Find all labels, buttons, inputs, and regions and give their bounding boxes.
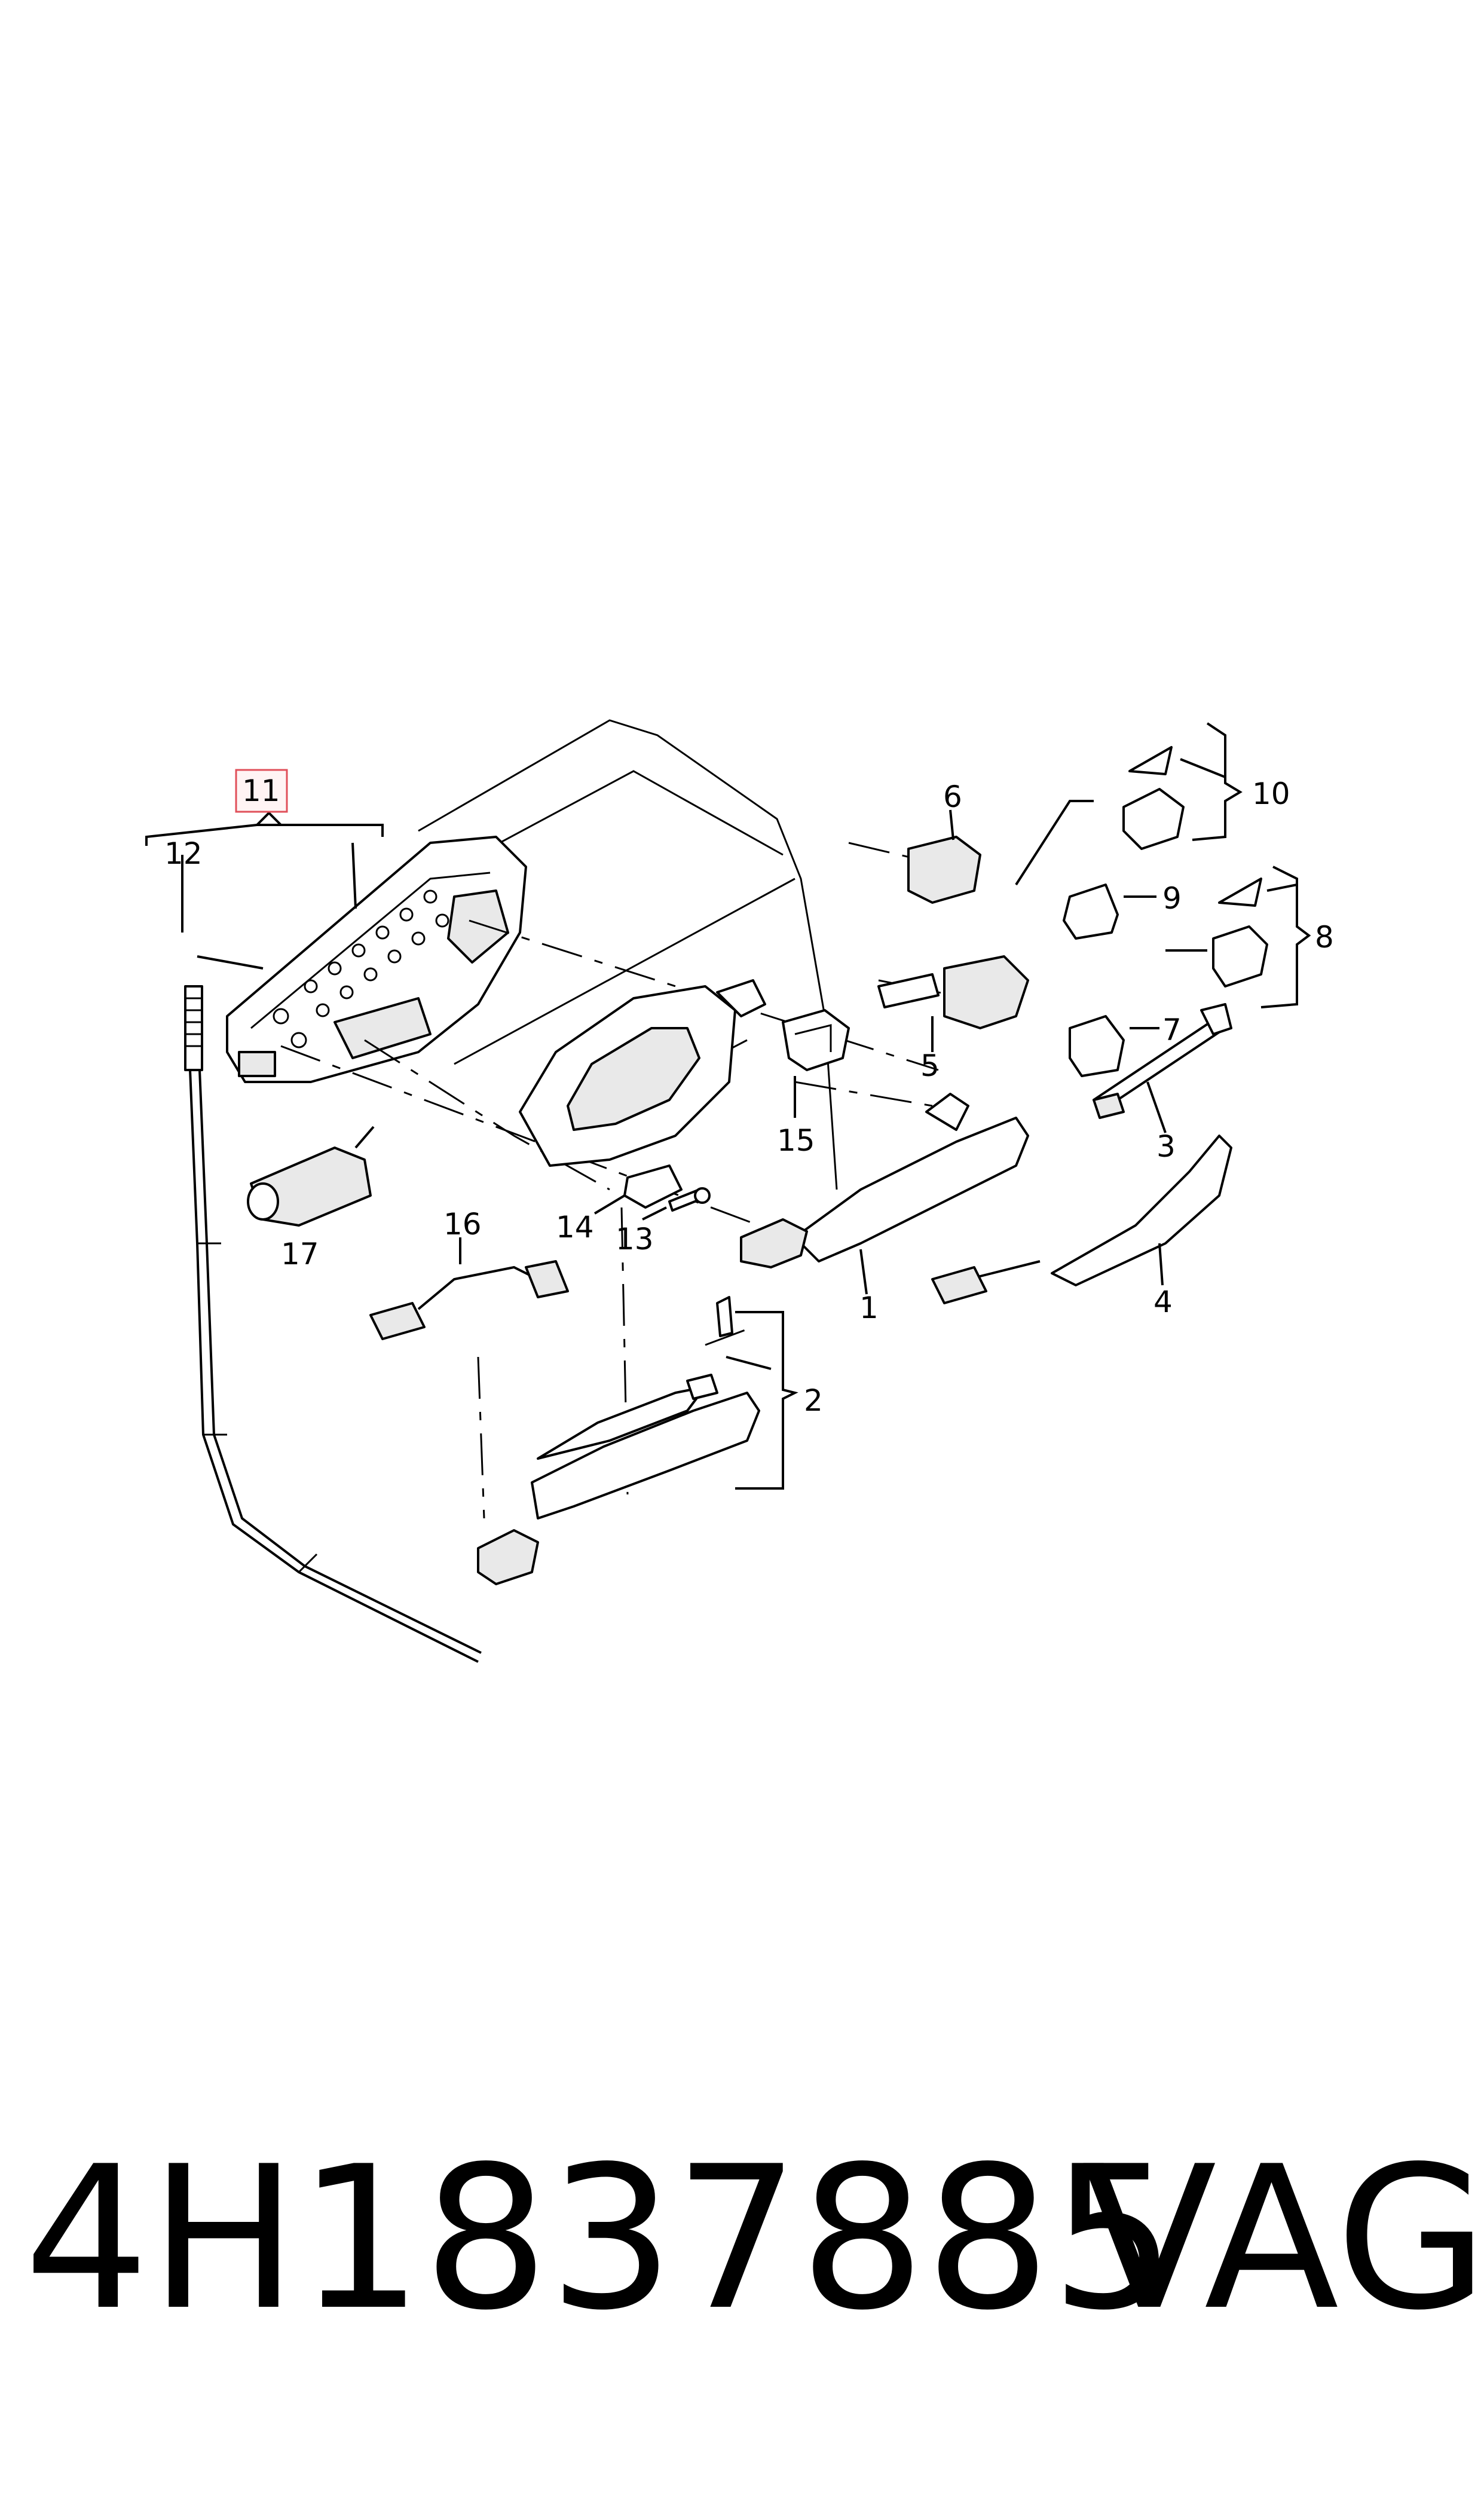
callout-11: 11 <box>242 774 280 808</box>
callout-15: 15 <box>777 1123 815 1158</box>
callout-12: 12 <box>164 836 203 871</box>
callout-6: 6 <box>943 779 962 814</box>
handle-carrier <box>226 836 527 1083</box>
callout-16: 16 <box>443 1207 482 1242</box>
callout-9: 9 <box>1162 881 1182 916</box>
callout-5: 5 <box>920 1048 940 1083</box>
door-handle-main <box>740 1093 1029 1295</box>
callout-10: 10 <box>1252 776 1290 811</box>
washer-plate <box>593 1164 683 1215</box>
callout-8: 8 <box>1315 920 1334 955</box>
cap-9 <box>1063 883 1156 940</box>
cap-10 <box>1122 722 1243 850</box>
callout-17: 17 <box>281 1237 319 1271</box>
brand-name: VAG <box>1082 2124 1484 2353</box>
carrier-holes <box>273 889 449 1048</box>
callout-11-highlight <box>235 769 288 813</box>
bowden-cable <box>184 985 482 1663</box>
sensor-cable <box>369 1237 569 1340</box>
callout-7: 7 <box>1162 1013 1182 1047</box>
handle-bezel <box>519 979 766 1167</box>
cap-8 <box>1165 866 1311 1008</box>
retaining-clip <box>782 1009 850 1118</box>
connector-housing <box>247 1126 375 1227</box>
callout-14: 14 <box>556 1210 594 1245</box>
cap-7 <box>1069 1015 1159 1077</box>
screw <box>642 1187 711 1221</box>
handle-assembly <box>477 1296 798 1585</box>
callout-4: 4 <box>1153 1285 1173 1319</box>
callout-1: 1 <box>859 1291 879 1325</box>
callout-2: 2 <box>804 1383 823 1418</box>
callout-13: 13 <box>616 1222 654 1257</box>
lock-housing <box>907 800 1094 904</box>
lock-cylinder <box>877 955 1029 1052</box>
handle-with-sensor <box>931 1135 1232 1304</box>
part-number: 4H1837885 <box>24 2124 1176 2353</box>
handle-gasket <box>1093 1003 1232 1133</box>
callout-3: 3 <box>1156 1129 1176 1164</box>
